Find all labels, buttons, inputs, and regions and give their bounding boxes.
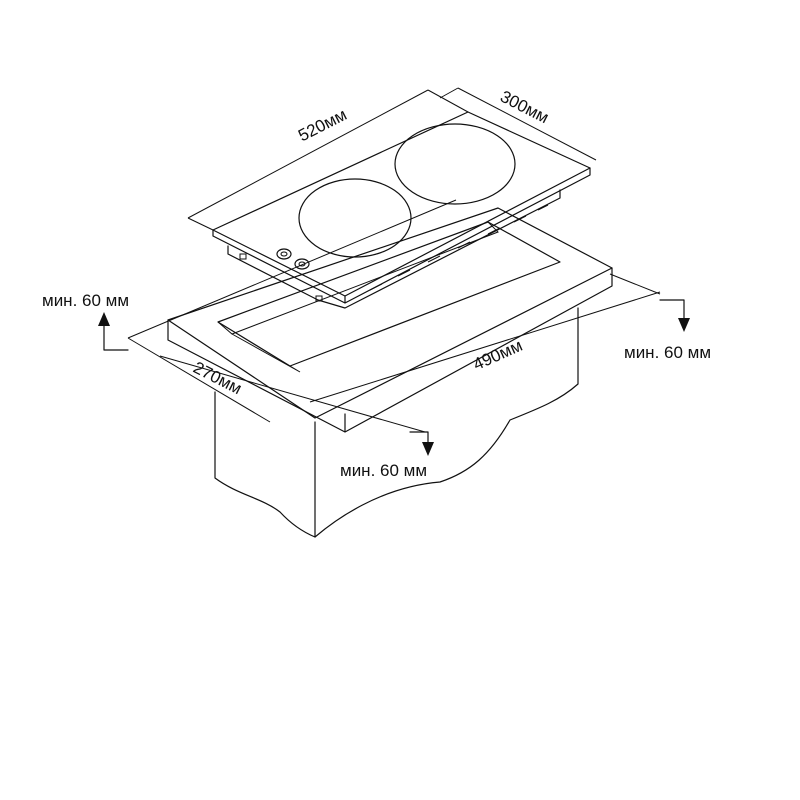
cabinet-right-face: [314, 307, 579, 538]
hob-foot-front: [315, 295, 323, 302]
dim-line-front: [159, 355, 426, 433]
label-hob-width: 520мм: [295, 105, 350, 145]
hob-glass-edge: [212, 167, 591, 304]
clearance-front-arrow-line: [409, 431, 429, 447]
hob: [212, 111, 591, 309]
dim-line-490: [309, 291, 661, 403]
label-clearance-right: мин. 60 мм: [624, 343, 711, 362]
clearance-left-arrow-line: [103, 321, 129, 351]
label-cutout-width: 490мм: [470, 336, 525, 374]
hob-body: [227, 189, 561, 309]
cabinet: [214, 307, 579, 538]
cutout-inner-wall: [217, 221, 499, 373]
dim-line-270: [127, 337, 271, 423]
label-clearance-front: мин. 60 мм: [340, 461, 427, 480]
dim-tick-520-right: [427, 89, 469, 113]
countertop-cutout: [217, 221, 561, 367]
countertop-front-edge: [167, 267, 613, 433]
dim-line-300: [457, 87, 597, 161]
control-knob-2: [294, 258, 310, 270]
label-cutout-depth: 270мм: [190, 358, 245, 398]
dim-line-right: [609, 273, 661, 295]
dim-tick-520-left: [187, 217, 214, 231]
label-clearance-left: мин. 60 мм: [42, 291, 129, 310]
hob-foot-left: [239, 253, 247, 260]
clearance-right-arrow-line: [659, 299, 685, 323]
hob-body-details: [369, 204, 549, 291]
arrow-down-icon: [422, 442, 434, 456]
burner-front-left: [298, 178, 412, 258]
cabinet-left-face: [214, 391, 316, 538]
label-hob-depth: 300мм: [497, 87, 552, 127]
control-knob-1-center: [280, 251, 288, 257]
countertop-dimension-lines: [127, 199, 661, 433]
arrow-down-icon: [678, 318, 690, 332]
burner-back-right: [394, 123, 516, 205]
dim-tick-300-back: [439, 87, 459, 99]
countertop: [167, 207, 613, 433]
dim-line-520: [187, 89, 429, 219]
control-knob-1: [276, 248, 292, 260]
hob-dimension-lines: [187, 87, 597, 231]
clearance-arrows: [98, 299, 690, 456]
arrow-up-icon: [98, 312, 110, 326]
control-knob-2-center: [298, 261, 306, 267]
